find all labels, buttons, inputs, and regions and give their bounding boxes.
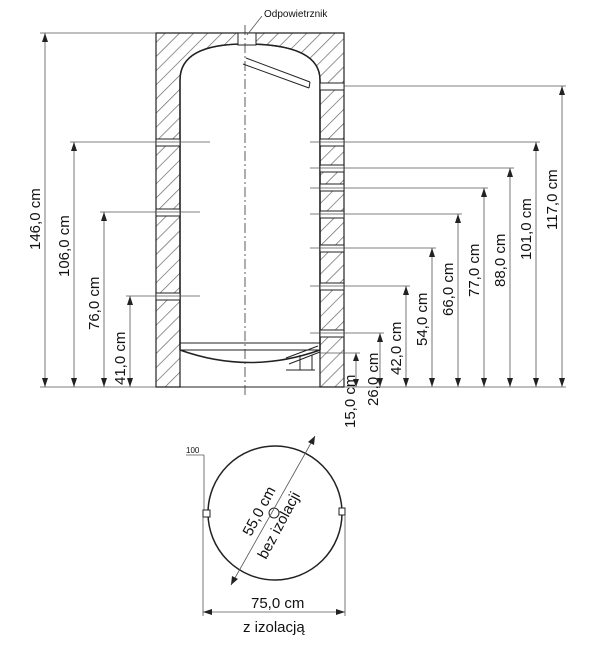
vent-label: Odpowietrznik (264, 9, 328, 20)
dim-146: 146,0 cm (27, 188, 44, 250)
tank-vessel (156, 43, 344, 388)
dim-101: 101,0 cm (518, 198, 535, 260)
left-connections (155, 138, 181, 301)
dim-88: 88,0 cm (492, 234, 509, 287)
dim-66: 66,0 cm (440, 263, 457, 316)
nozzle-size-label: 100 (186, 446, 200, 455)
dim-26: 26,0 cm (365, 353, 382, 406)
outer-diameter-label: 75,0 cm (251, 595, 304, 612)
dim-76: 76,0 cm (86, 277, 103, 330)
left-dimension-lines (40, 32, 210, 388)
right-dimension-lines (310, 85, 566, 388)
dim-117: 117,0 cm (544, 169, 561, 230)
dim-42: 42,0 cm (388, 322, 405, 375)
outer-diameter-note: z izolacją (243, 619, 305, 636)
insulation-jacket (155, 32, 345, 388)
dim-54: 54,0 cm (414, 293, 431, 346)
dim-77: 77,0 cm (466, 244, 483, 297)
dim-41: 41,0 cm (112, 332, 129, 385)
dim-15: 15,0 cm (342, 375, 359, 428)
vent-pipe (237, 15, 311, 89)
top-view (186, 435, 346, 616)
right-connections (319, 82, 345, 338)
drain-pipe (285, 345, 321, 371)
dim-106: 106,0 cm (56, 215, 73, 277)
